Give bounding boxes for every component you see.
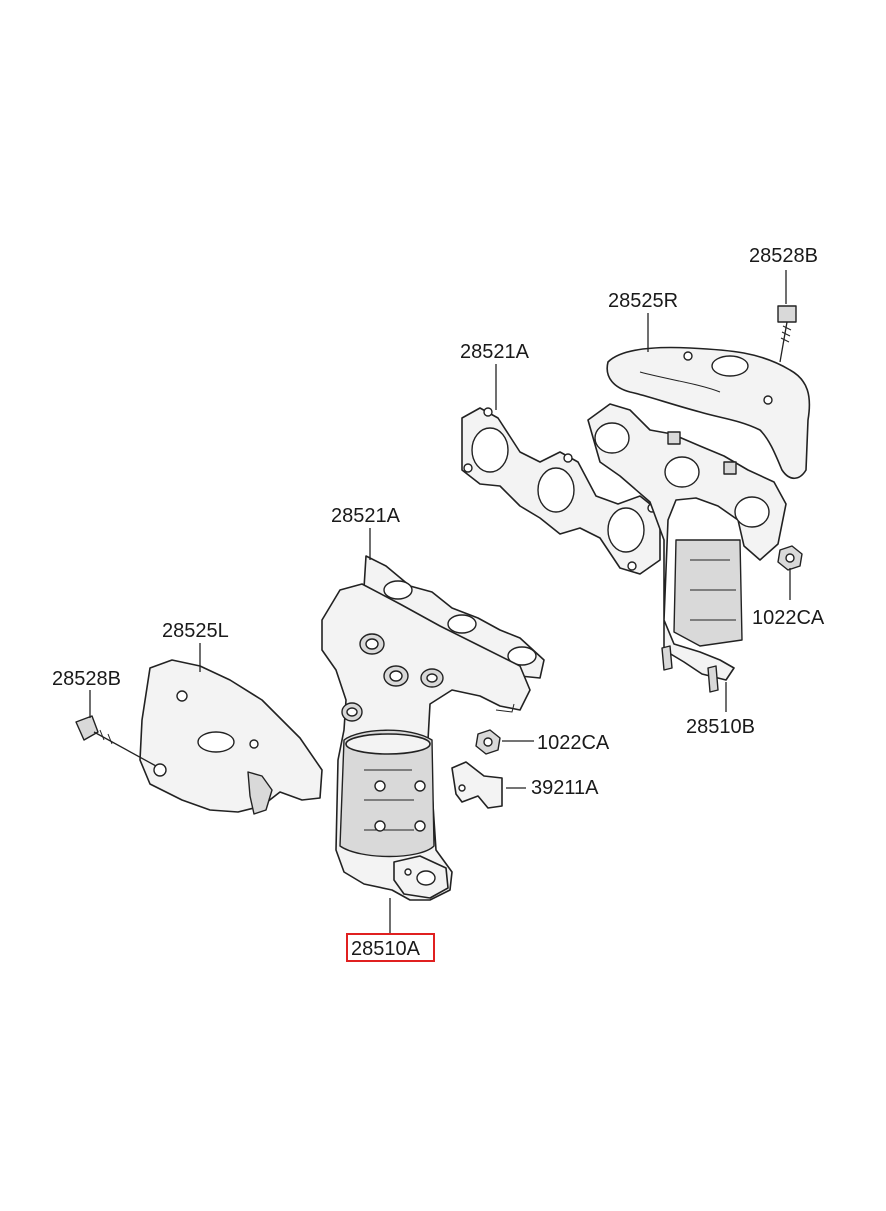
bracket[interactable] [451,761,503,809]
heat-shield-left[interactable] [139,659,323,815]
label-28528b-right[interactable]: 28528B [749,245,818,267]
label-28525r[interactable]: 28525R [608,290,678,312]
label-39211a[interactable]: 39211A [531,777,599,799]
leader-lines [89,270,791,934]
label-28521a-right[interactable]: 28521A [460,341,530,363]
label-28525l[interactable]: 28525L [162,620,229,642]
bolt-right[interactable] [777,305,797,363]
manifold-right[interactable] [587,403,787,693]
gasket-right[interactable] [461,407,661,575]
label-28528b-left[interactable]: 28528B [52,668,121,690]
label-28521a-left[interactable]: 28521A [331,505,401,527]
heat-shield-right[interactable] [606,346,811,480]
bolt-left[interactable] [75,715,157,767]
label-28510b[interactable]: 28510B [686,716,755,738]
nut-left[interactable] [475,729,501,755]
label-1022ca-left[interactable]: 1022CA [537,732,610,754]
nut-right[interactable] [777,545,803,571]
highlight-box [346,933,435,962]
label-1022ca-right[interactable]: 1022CA [752,607,825,629]
manifold-left[interactable] [321,583,531,901]
gasket-left[interactable] [363,555,545,679]
label-28510a[interactable]: 28510A [351,938,421,960]
